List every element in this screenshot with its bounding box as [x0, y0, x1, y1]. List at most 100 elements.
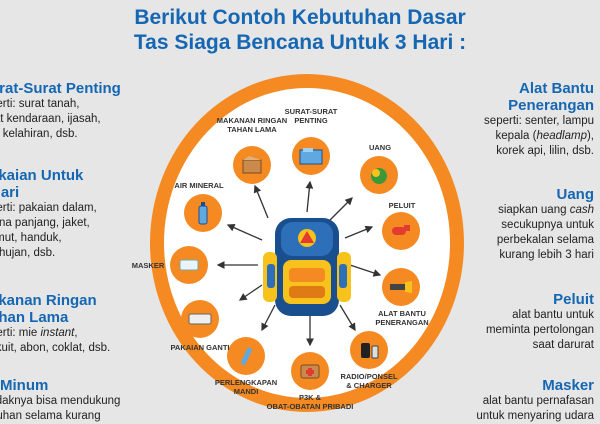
- info-block-masker: Masker alat bantu pernafasan untuk menya…: [476, 377, 594, 424]
- info-text: rat kendaraan, ijasah,: [0, 113, 101, 125]
- info-text: siapkan uang cash: [497, 203, 594, 218]
- info-text: alat bantu untuk: [512, 309, 594, 321]
- info-block-surat: urat-Surat Penting perti: surat tanah, r…: [0, 80, 121, 142]
- item-label-line: MANDI: [233, 387, 259, 396]
- item-label-mandi: PERLENGKAPAN MANDI: [215, 378, 277, 396]
- item-label-line: OBAT-OBATAN PRIBADI: [266, 402, 354, 411]
- arrow-peluit: [344, 225, 374, 239]
- info-text-part: kepala (: [495, 130, 537, 142]
- arrow-air: [226, 224, 263, 241]
- item-label-line: TAHAN LAMA: [227, 125, 277, 134]
- info-text: kepala (headlamp),: [484, 129, 594, 144]
- info-text-emphasis: cash: [569, 204, 594, 216]
- item-label-line: PELUIT: [388, 201, 416, 210]
- info-block-pakaian: akaian Untuk Hari perti: pakaian dalam, …: [0, 167, 97, 261]
- info-text: s hujan, dsb.: [0, 247, 56, 259]
- info-text: alat bantu pernafasan: [482, 395, 594, 407]
- item-label-alat: ALAT BANTU PENERANGAN: [375, 309, 428, 327]
- info-text-emphasis: instant: [40, 327, 75, 339]
- arrow-uang: [329, 197, 353, 221]
- item-label-line: PENTING: [294, 116, 328, 125]
- info-heading: r Minum: [0, 377, 49, 394]
- info-text-part: siapkan uang: [498, 204, 570, 216]
- info-heading: urat-Surat Penting: [0, 80, 121, 97]
- info-heading: Masker: [542, 377, 594, 394]
- radio-phone-icon: [350, 331, 388, 369]
- info-text: untuk menyaring udara: [476, 410, 594, 422]
- info-text: lana panjang, jaket,: [0, 217, 90, 229]
- info-heading: akanan Ringan: [0, 292, 97, 309]
- arrow-radio: [339, 304, 356, 332]
- item-label-line: P3K &: [298, 393, 322, 402]
- item-label-radio: RADIO/PONSEL & CHARGER: [340, 372, 397, 390]
- info-text: saat darurat: [532, 339, 594, 351]
- item-label-line: SURAT-SURAT: [284, 107, 338, 116]
- info-text: te kelahiran, dsb.: [0, 128, 78, 140]
- info-text-part: ),: [586, 130, 594, 142]
- item-label-surat: SURAT-SURAT PENTING: [285, 107, 338, 125]
- info-heading: Hari: [0, 184, 20, 201]
- info-text-part: ,: [74, 327, 78, 339]
- info-text: meminta pertolongan: [485, 324, 594, 336]
- info-heading: Peluit: [553, 291, 594, 308]
- info-text: tidaknya bisa mendukung: [0, 395, 121, 407]
- info-block-penerangan: Alat Bantu Penerangan seperti: senter, l…: [484, 80, 594, 159]
- info-block-air: r Minum tidaknya bisa mendukung buhan se…: [0, 377, 120, 424]
- item-label-line: PAKAIAN GANTI: [170, 343, 230, 352]
- item-label-makanan: MAKANAN RINGAN TAHAN LAMA: [217, 116, 287, 134]
- first-aid-icon: [291, 352, 329, 390]
- item-label-line: ALAT BANTU: [378, 309, 426, 318]
- backpack-illustration: [263, 218, 351, 316]
- info-text: seperti: senter, lampu: [484, 115, 594, 127]
- page-subtitle: Tas Siaga Bencana Untuk 3 Hari :: [133, 31, 467, 54]
- document-folder-icon: [292, 137, 330, 175]
- water-bottle-icon: [184, 194, 222, 232]
- item-label-line: MASKER: [131, 261, 165, 270]
- arrow-alat: [349, 264, 382, 277]
- flashlight-icon: [382, 268, 420, 306]
- info-heading: Alat Bantu: [519, 80, 594, 97]
- info-text: limut, handuk,: [0, 232, 62, 244]
- arrow-surat: [305, 180, 314, 213]
- item-label-pakaian: PAKAIAN GANTI: [170, 343, 229, 352]
- item-label-line: PERLENGKAPAN: [214, 378, 278, 387]
- info-text: korek api, lilin, dsb.: [496, 145, 594, 157]
- money-icon: [360, 156, 398, 194]
- info-text: skuit, abon, coklat, dsb.: [0, 342, 111, 354]
- info-text: perbekalan selama: [496, 234, 594, 246]
- item-label-p3k: P3K & OBAT-OBATAN PRIBADI: [267, 393, 354, 411]
- info-heading: ahan Lama: [0, 309, 69, 326]
- info-text: buhan selama kurang: [0, 410, 101, 422]
- info-text: perti: mie instant,: [0, 326, 110, 341]
- info-block-uang: Uang siapkan uang cash secukupnya untuk …: [497, 186, 594, 263]
- info-block-makanan: akanan Ringan ahan Lama perti: mie insta…: [0, 292, 110, 356]
- item-label-line: & CHARGER: [346, 381, 392, 390]
- arrow-mandi: [261, 304, 276, 332]
- info-text: secukupnya untuk: [501, 219, 594, 231]
- info-text-part: perti: mie: [0, 327, 38, 339]
- info-text: perti: surat tanah,: [0, 98, 80, 110]
- page-title: Berikut Contoh Kebutuhan Dasar: [134, 6, 466, 29]
- item-label-air: AIR MINERAL: [174, 181, 223, 190]
- clothes-icon: [181, 300, 219, 338]
- arrow-makanan: [253, 184, 269, 219]
- item-label-line: AIR MINERAL: [174, 181, 224, 190]
- info-heading: Uang: [556, 186, 595, 203]
- info-block-peluit: Peluit alat bantu untuk meminta pertolon…: [486, 291, 594, 353]
- info-heading: Penerangan: [508, 97, 594, 114]
- info-heading: akaian Untuk: [0, 167, 84, 184]
- item-label-line: UANG: [368, 143, 392, 152]
- mask-icon: [170, 246, 208, 284]
- item-label-peluit: PELUIT: [389, 201, 416, 210]
- snack-box-icon: [233, 146, 271, 184]
- whistle-icon: [382, 212, 420, 250]
- arrow-pakaian: [238, 284, 263, 301]
- info-text: perti: pakaian dalam,: [0, 202, 97, 214]
- item-label-line: RADIO/PONSEL: [340, 372, 398, 381]
- item-label-masker: MASKER: [132, 261, 165, 270]
- toiletries-icon: [227, 337, 265, 375]
- item-label-line: PENERANGAN: [375, 318, 429, 327]
- info-text-emphasis: headlamp: [536, 130, 587, 142]
- item-label-line: MAKANAN RINGAN: [216, 116, 288, 125]
